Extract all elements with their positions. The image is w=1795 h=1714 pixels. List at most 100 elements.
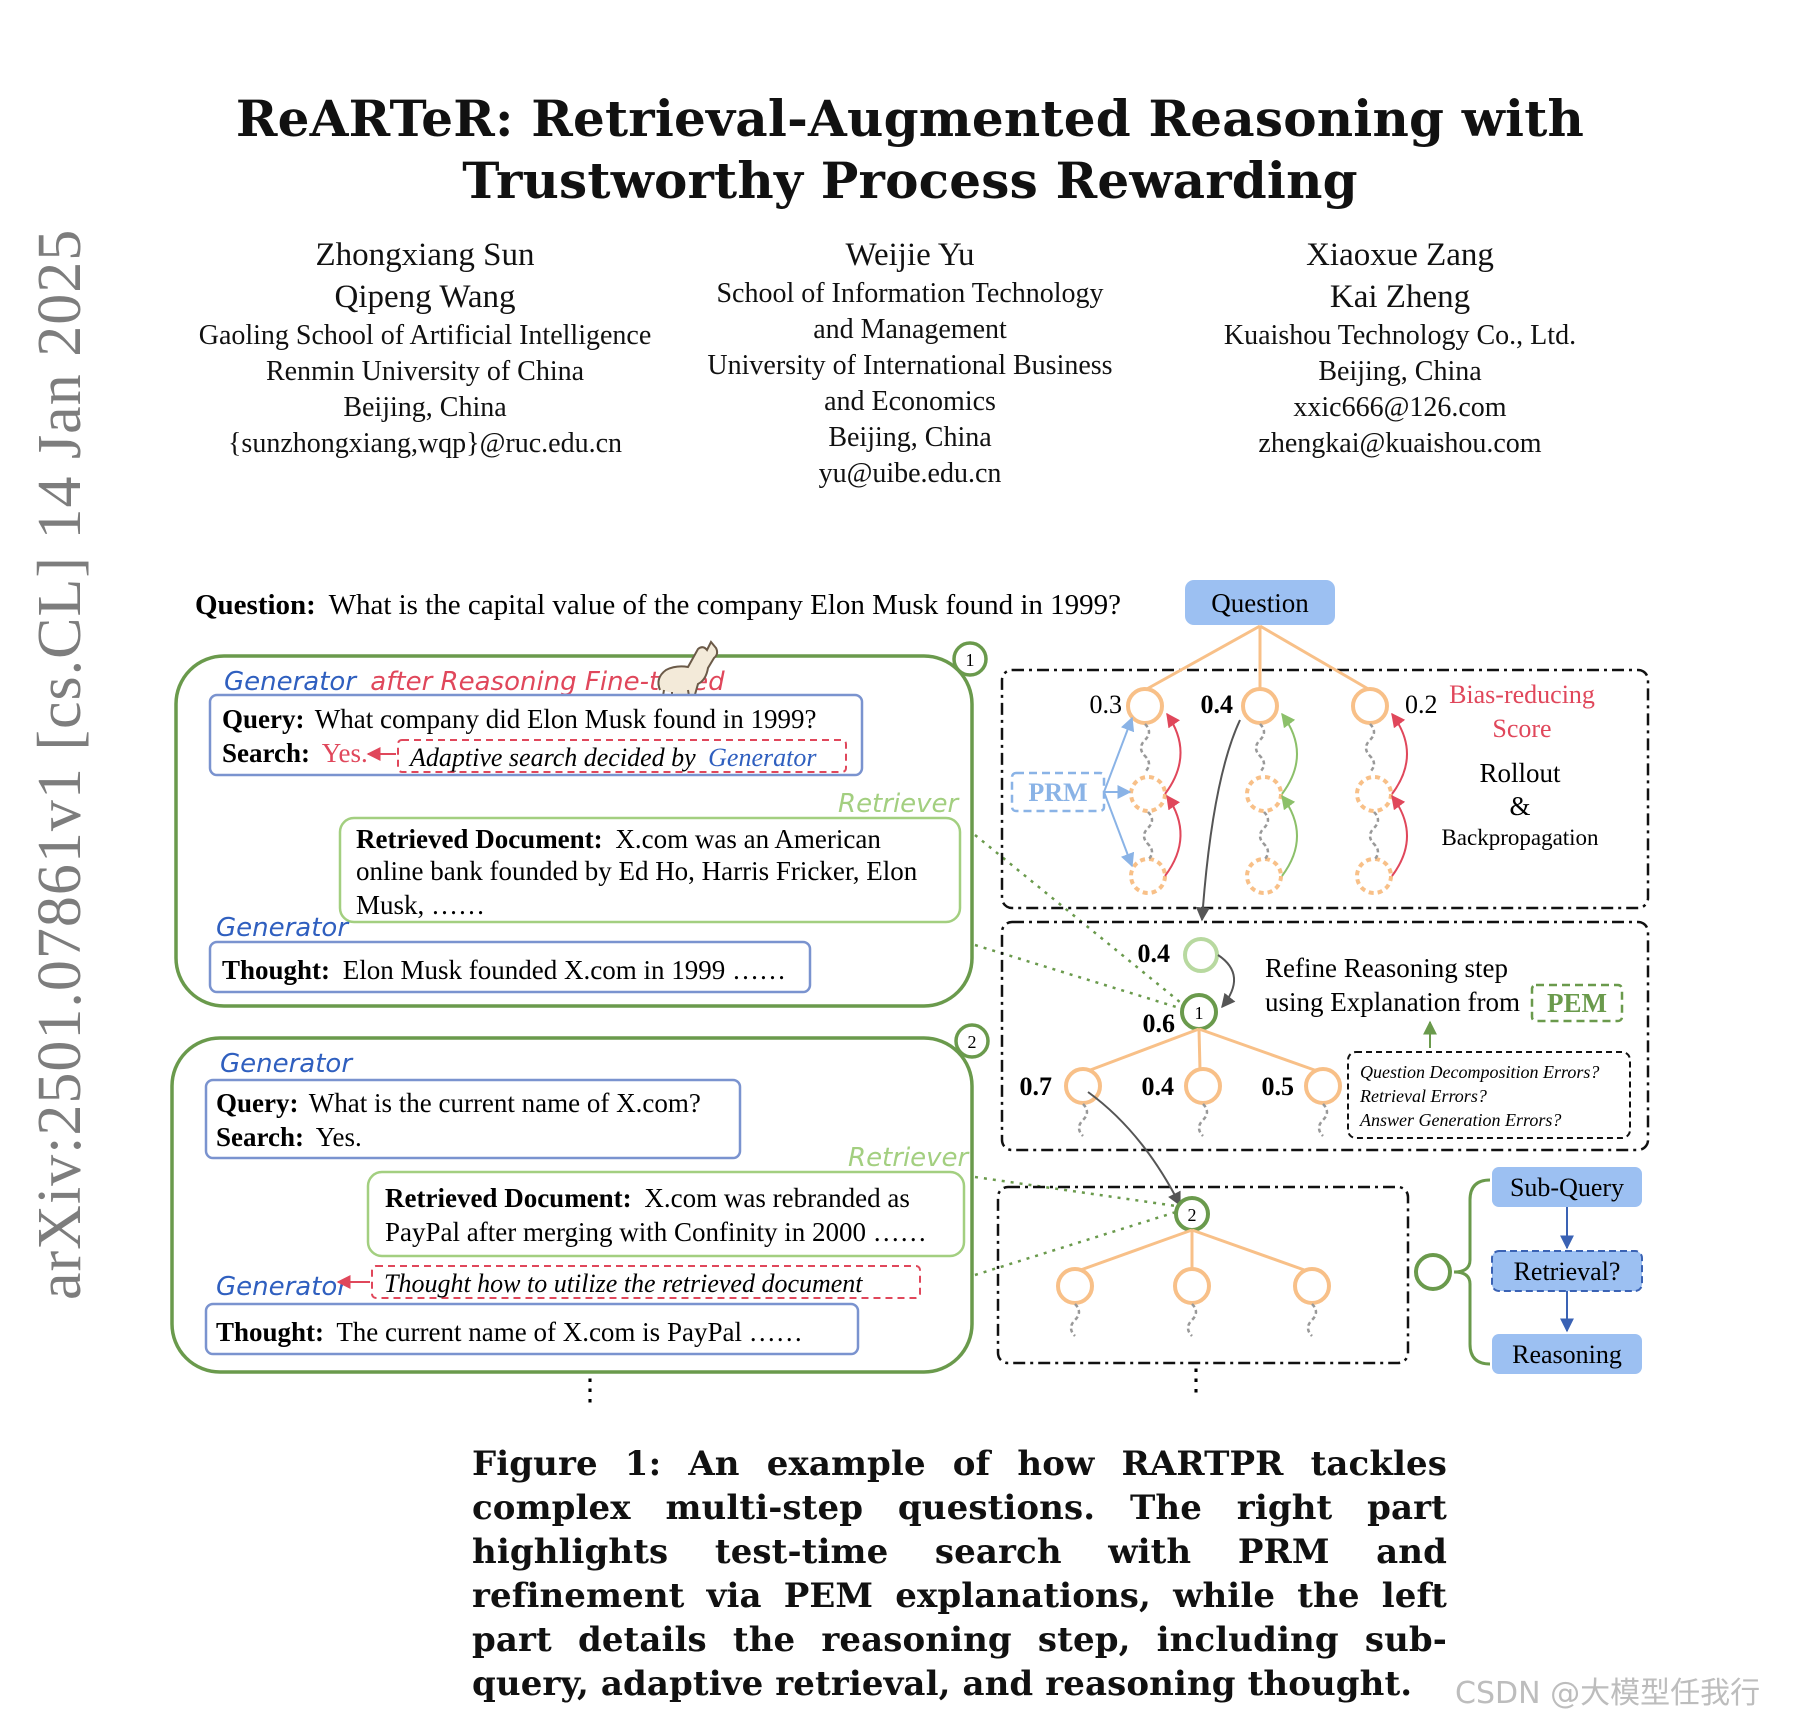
- affiliation-line: and Economics: [824, 386, 996, 417]
- query-1: Query: What company did Elon Musk found …: [222, 704, 816, 734]
- backpropagation-label: Backpropagation: [1441, 825, 1599, 850]
- rollout-sim-nodes: [1129, 775, 1393, 895]
- right-ellipsis: ⋮: [1181, 1364, 1211, 1397]
- refine-score-node: 0.6: [1143, 1009, 1176, 1038]
- affiliation-line: Renmin University of China: [265, 356, 585, 387]
- retriever-label-2: Retriever: [848, 1143, 971, 1173]
- tree-2-squiggles: [1069, 1303, 1318, 1337]
- author-name: Qipeng Wang: [334, 279, 516, 315]
- legend-retrieval: [1491, 1250, 1643, 1292]
- refined-node-1-number: 1: [1195, 1003, 1204, 1023]
- rollout-score-2: 0.4: [1201, 690, 1234, 719]
- rollout-label: Rollout: [1479, 758, 1561, 788]
- generator-label-1b: Generator: [216, 913, 350, 943]
- search-2: Search: Yes.: [216, 1122, 362, 1152]
- utilize-note-box: [371, 1265, 921, 1299]
- author-name: Xiaoxue Zang: [1306, 237, 1494, 273]
- adaptive-note-box: [397, 739, 847, 773]
- child-score-1: 0.7: [1020, 1072, 1053, 1101]
- pem-box: [1530, 983, 1624, 1023]
- retrieved-doc-box-1: [338, 816, 962, 924]
- generator-label: Generator after Reasoning Fine-tuned: [224, 667, 725, 697]
- step-2-badge-number: 2: [968, 1032, 977, 1052]
- retrieved-doc-box-2: [366, 1170, 966, 1258]
- thought-box-2: [204, 1302, 860, 1356]
- step-connectors: [974, 834, 1187, 1277]
- author-block-1: Zhongxiang Sun Qipeng Wang Gaoling Schoo…: [175, 234, 675, 462]
- prm-label: PRM: [1028, 778, 1087, 807]
- refine-score-top: 0.4: [1138, 939, 1171, 968]
- error-types-box: [1347, 1051, 1631, 1139]
- legend-retrieval-label: Retrieval?: [1514, 1257, 1621, 1286]
- question-node-label: Question: [1211, 588, 1309, 618]
- author-email: xxic666@126.com: [1293, 392, 1507, 423]
- refine-text-1: Refine Reasoning step: [1265, 953, 1508, 983]
- rollout-score-3: 0.2: [1405, 690, 1438, 719]
- generator-label-2b: Generator: [216, 1272, 350, 1302]
- error-type-1: Question Decomposition Errors?: [1360, 1062, 1599, 1082]
- child-score-3: 0.5: [1262, 1072, 1295, 1101]
- refine-branches: [1084, 1027, 1321, 1074]
- error-type-3: Answer Generation Errors?: [1359, 1110, 1561, 1130]
- question-node: [1185, 580, 1335, 625]
- backprop-arrows: [1164, 712, 1408, 877]
- author-name: Kai Zheng: [1329, 279, 1471, 315]
- affiliation-line: Gaoling School of Artificial Intelligenc…: [198, 320, 652, 351]
- refine-loop-arrow: [1217, 954, 1236, 1009]
- step-2-badge: [954, 1023, 990, 1059]
- affiliation-line: Beijing, China: [343, 392, 507, 423]
- retrieved-doc-2-line1: Retrieved Document: X.com was rebranded …: [385, 1183, 910, 1213]
- rollout-squiggles: [1139, 723, 1380, 861]
- author-block-3: Xiaoxue Zang Kai Zheng Kuaishou Technolo…: [1175, 234, 1625, 462]
- affiliation-line: University of International Business: [707, 350, 1113, 381]
- retrieved-doc-1-line1: Retrieved Document: X.com was an America…: [356, 824, 881, 854]
- bias-score-label: Score: [1492, 714, 1551, 743]
- rollout-score-1: 0.3: [1090, 690, 1123, 719]
- retrieved-doc-1-line3: Musk, ……: [356, 890, 485, 920]
- thought-2: Thought: The current name of X.com is Pa…: [216, 1317, 803, 1347]
- rollout-box: [1000, 668, 1650, 910]
- step-1-badge: [952, 641, 988, 677]
- refine-box: [1000, 920, 1650, 1152]
- affiliation-line: and Management: [813, 314, 1007, 345]
- refine-squiggles: [1077, 1103, 1329, 1137]
- selection-arrow: [1195, 719, 1241, 922]
- step-1-badge-number: 1: [966, 650, 975, 670]
- tree-2-child-nodes: [1056, 1267, 1331, 1305]
- author-name: Zhongxiang Sun: [315, 237, 535, 273]
- child-score-2: 0.4: [1142, 1072, 1175, 1101]
- question-text: What is the capital value of the company…: [329, 589, 1121, 621]
- affiliation-line: Beijing, China: [1318, 356, 1482, 387]
- retriever-label-1: Retriever: [838, 789, 961, 819]
- paper-title: ReARTeR: Retrieval-Augmented Reasoning w…: [235, 89, 1585, 210]
- question-label: Question:: [195, 589, 316, 621]
- search-1: Search: Yes.: [222, 738, 368, 768]
- csdn-watermark: CSDN @大模型任我行: [1455, 1676, 1761, 1711]
- rollout-root-nodes: [1126, 687, 1389, 725]
- bias-reducing-label: Bias-reducing: [1449, 680, 1595, 709]
- adaptive-note: Adaptive search decided by Generator: [408, 743, 817, 772]
- legend-brace: [1453, 1178, 1491, 1366]
- legend-step-node: [1414, 1253, 1452, 1291]
- affiliation-line: School of Information Technology: [716, 278, 1104, 309]
- refine-text-2: using Explanation from: [1265, 987, 1520, 1017]
- refine-child-nodes: [1064, 1067, 1342, 1105]
- legend-reasoning: [1492, 1334, 1642, 1374]
- pem-label: PEM: [1547, 988, 1607, 1018]
- rollout-amp: &: [1509, 791, 1530, 821]
- affiliation-line: Beijing, China: [828, 422, 992, 453]
- prm-arrows: [1103, 716, 1135, 868]
- step-2-panel: [170, 1036, 974, 1374]
- retrieved-doc-2-line2: PayPal after merging with Confinity in 2…: [385, 1217, 927, 1247]
- thought-box-1: [208, 940, 812, 994]
- query-2: Query: What is the current name of X.com…: [216, 1088, 701, 1118]
- author-name: Weijie Yu: [845, 237, 975, 273]
- question-branches: [1144, 624, 1371, 692]
- retrieved-doc-1-line2: online bank founded by Ed Ho, Harris Fri…: [356, 856, 918, 886]
- legend-sub-query-label: Sub-Query: [1510, 1173, 1624, 1202]
- legend-sub-query: [1492, 1167, 1642, 1207]
- utilize-note: Thought how to utilize the retrieved doc…: [384, 1269, 863, 1298]
- thought-1: Thought: Elon Musk founded X.com in 1999…: [222, 955, 786, 985]
- affiliation-line: Kuaishou Technology Co., Ltd.: [1223, 320, 1577, 351]
